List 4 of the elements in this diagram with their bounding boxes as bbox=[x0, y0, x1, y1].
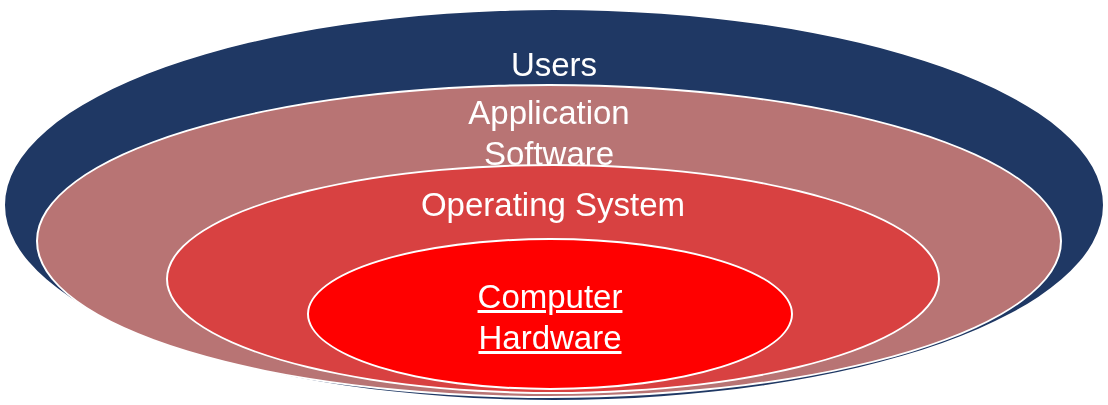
layer-label: Operating System bbox=[419, 185, 687, 225]
layer-label: Users bbox=[509, 45, 599, 85]
layer-label: Application Software bbox=[467, 93, 631, 174]
layer-label: Computer Hardware bbox=[476, 277, 624, 358]
